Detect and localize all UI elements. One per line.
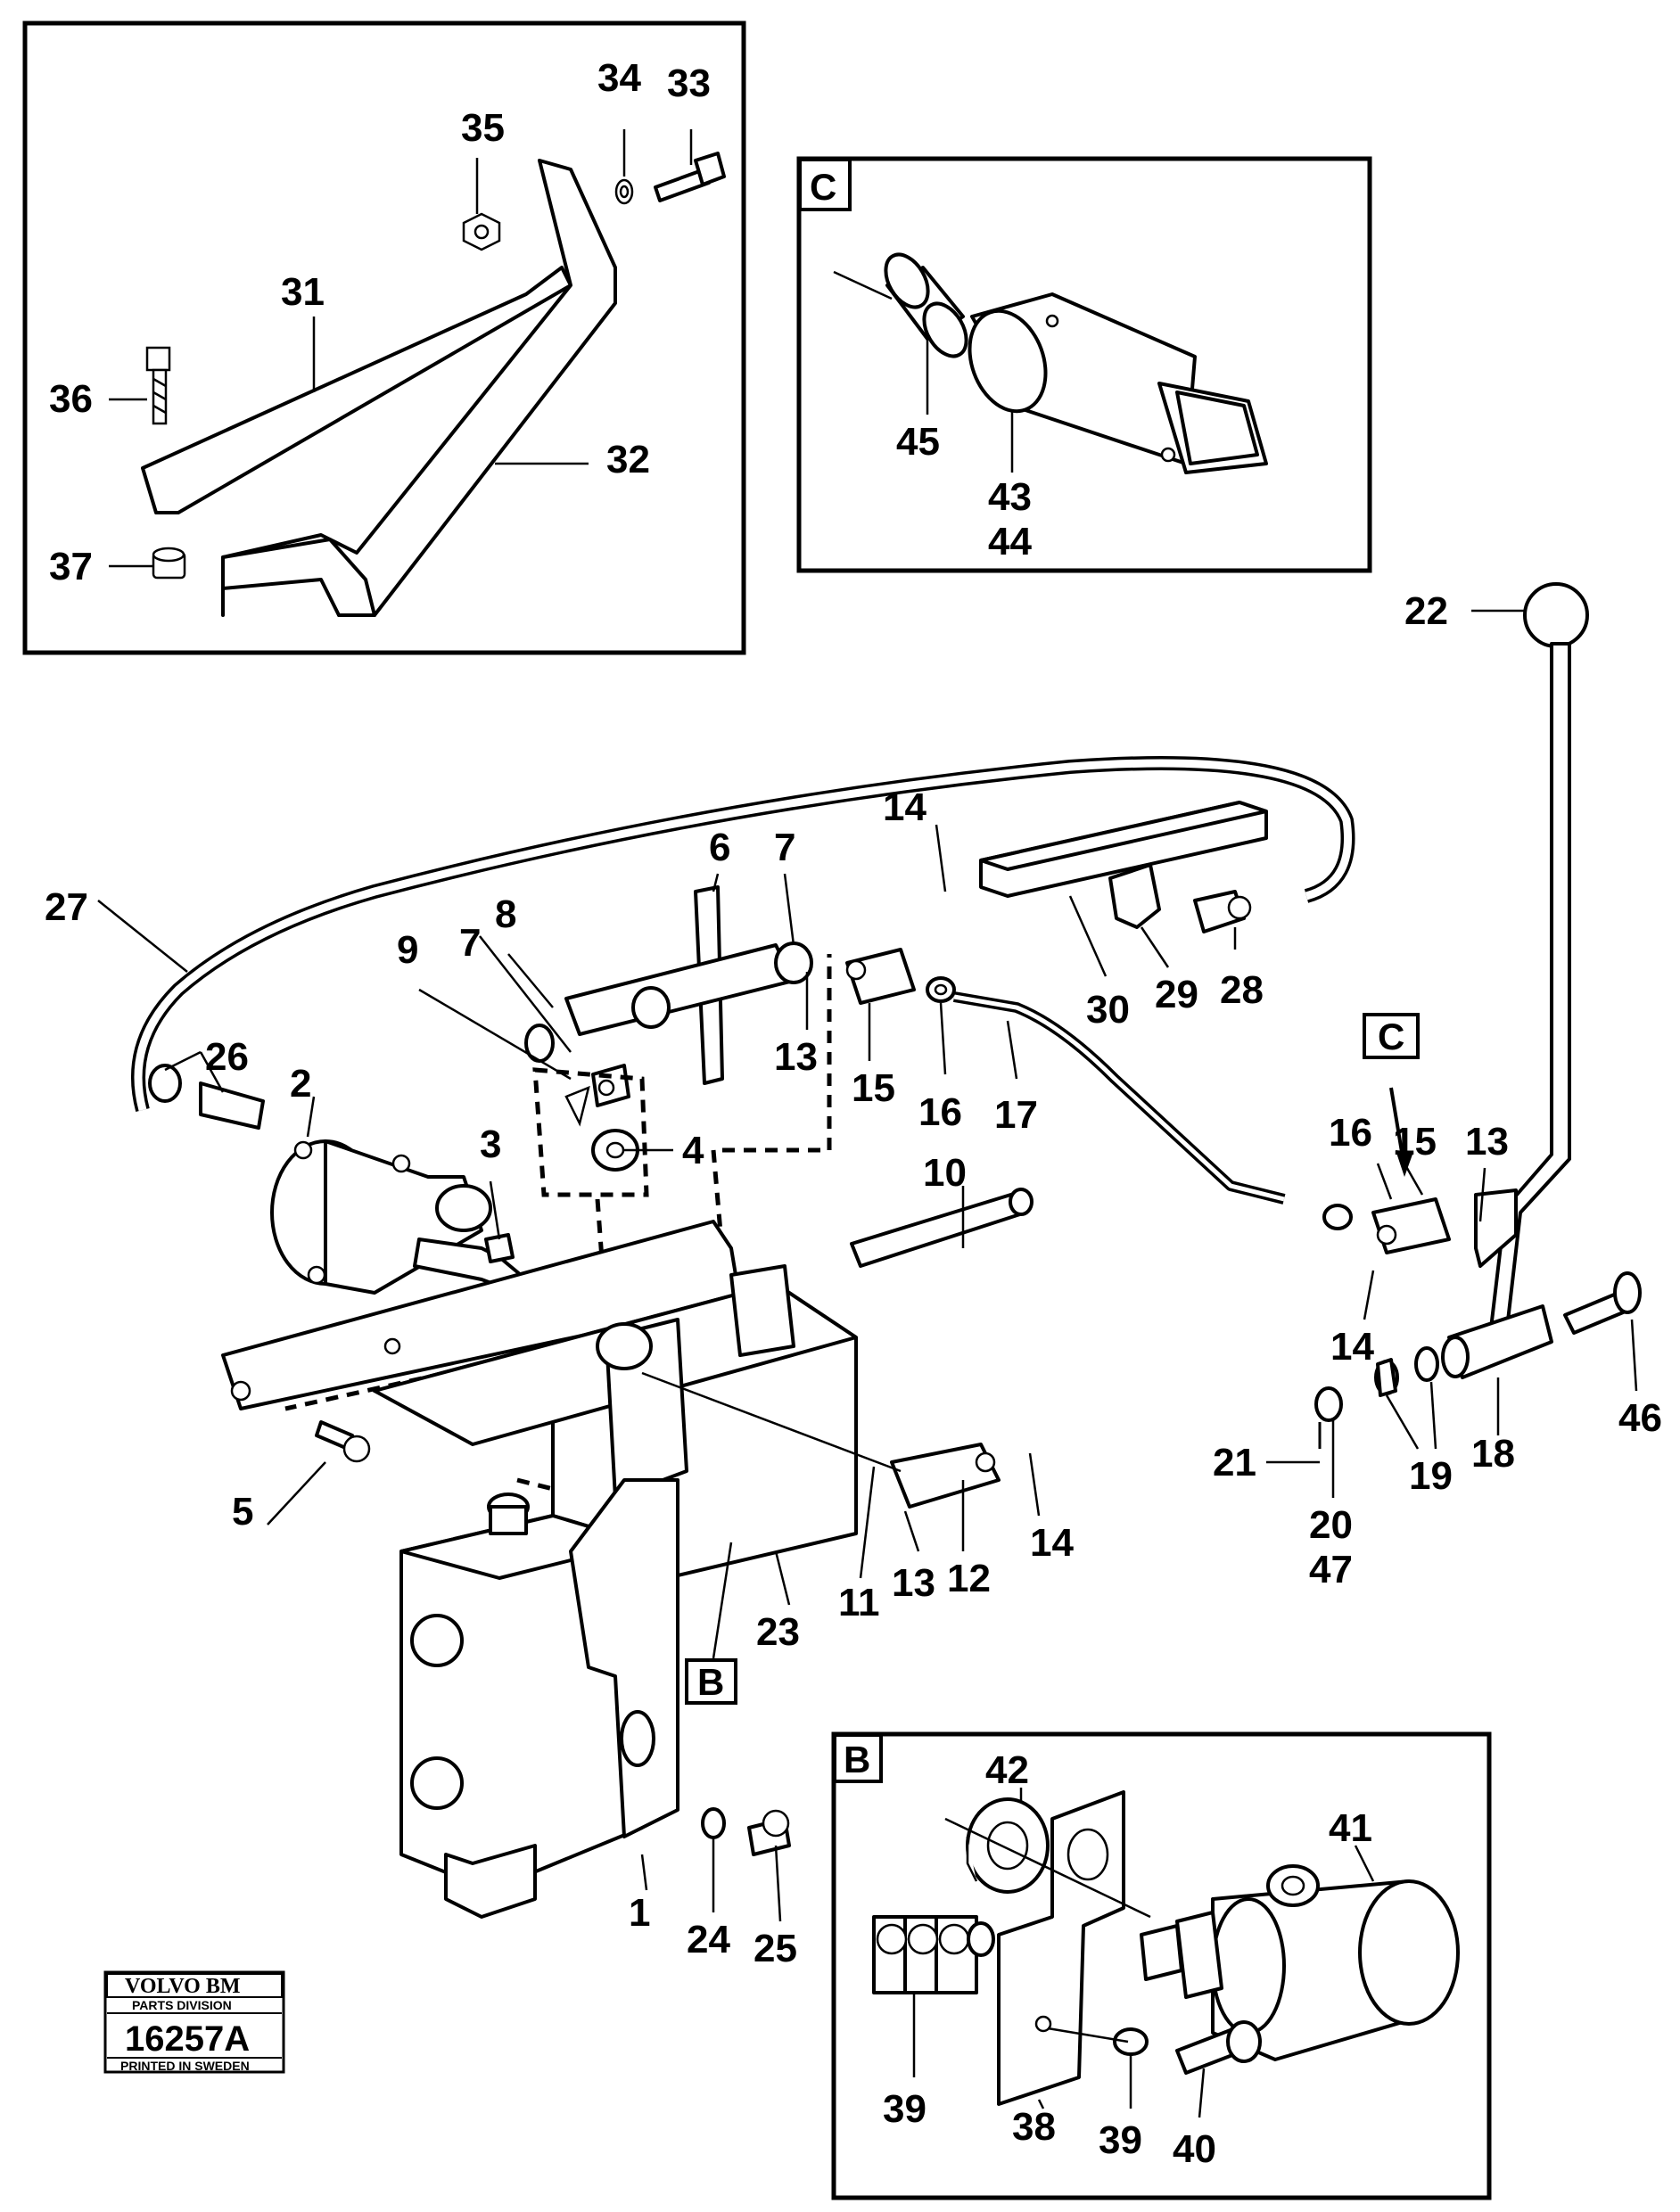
label-9: 9	[397, 928, 418, 972]
label-17: 17	[994, 1093, 1038, 1137]
label-37: 37	[49, 545, 93, 588]
washer-24	[701, 1807, 726, 1839]
bolt-36	[145, 346, 171, 425]
pedal-30	[979, 801, 1268, 929]
label-15b: 15	[1393, 1120, 1437, 1164]
label-36: 36	[49, 377, 93, 421]
pivot-tube-18	[1441, 1304, 1553, 1379]
label-13b: 13	[1465, 1120, 1509, 1164]
stamp-brand: VOLVO BM	[125, 1975, 241, 1998]
label-4: 4	[682, 1129, 704, 1172]
label-38: 38	[1012, 2105, 1056, 2149]
connectors-39	[872, 1915, 995, 1994]
label-14b: 14	[1330, 1325, 1374, 1369]
label-39b: 39	[1099, 2118, 1142, 2162]
label-18: 18	[1471, 1432, 1515, 1476]
screw-40	[1175, 2020, 1262, 2075]
label-14a: 14	[883, 785, 926, 829]
nut-42	[966, 1797, 1050, 1894]
label-42: 42	[985, 1748, 1029, 1792]
shaft-assembly	[524, 885, 813, 1127]
label-27: 27	[45, 885, 88, 929]
nut-16-left	[926, 976, 956, 1003]
label-47: 47	[1309, 1548, 1353, 1591]
label-6: 6	[709, 826, 730, 869]
label-2: 2	[290, 1062, 311, 1106]
washer-34	[614, 178, 634, 205]
label-13a: 13	[774, 1035, 818, 1079]
label-19: 19	[1409, 1454, 1453, 1498]
callout-b-main: B	[697, 1661, 724, 1703]
bolt-33	[654, 152, 726, 202]
nut-16-right	[1322, 1204, 1353, 1230]
clevis-12	[890, 1443, 1001, 1509]
callout-c-main: C	[1378, 1016, 1404, 1057]
detail-panel-c: C 45 43 44	[796, 156, 1372, 573]
main-assembly: C B 27 26 2 3 4 5 6 7 8 7 9 14 13 15 16 …	[45, 582, 1662, 1970]
bolt-25	[747, 1809, 791, 1856]
label-28: 28	[1220, 968, 1264, 1012]
clevis-15-right	[1371, 1197, 1451, 1254]
label-14c: 14	[1030, 1521, 1074, 1565]
label-41: 41	[1329, 1806, 1372, 1850]
shaft-10	[850, 1191, 1027, 1268]
label-13c: 13	[892, 1561, 935, 1605]
detail-panel-b: B	[831, 1731, 1492, 2200]
stamp-printed: PRINTED IN SWEDEN	[120, 2059, 250, 2073]
label-12: 12	[947, 1557, 991, 1600]
label-5: 5	[232, 1490, 253, 1534]
label-3: 3	[480, 1122, 501, 1166]
washer-39	[1113, 2027, 1149, 2056]
label-31: 31	[281, 270, 325, 314]
clevis-15-left	[845, 948, 916, 1005]
detail-c-tag: C	[810, 166, 836, 208]
label-33: 33	[667, 62, 711, 105]
valve-41	[1140, 1864, 1460, 2061]
air-cylinder-2	[270, 1139, 492, 1295]
bolt-5	[315, 1420, 371, 1463]
label-21: 21	[1213, 1441, 1256, 1484]
label-40: 40	[1173, 2127, 1216, 2171]
label-8: 8	[495, 892, 516, 936]
label-39a: 39	[883, 2087, 926, 2131]
fittings-26	[148, 1064, 265, 1130]
stamp-number: 16257A	[125, 2019, 250, 2059]
detail-b-tag: B	[844, 1739, 870, 1780]
clevis-43	[968, 292, 1268, 474]
label-23: 23	[756, 1610, 800, 1654]
label-35: 35	[461, 106, 505, 150]
label-43: 43	[988, 475, 1032, 519]
volvo-parts-stamp: VOLVO BM PARTS DIVISION 16257A PRINTED I…	[103, 1970, 285, 2074]
label-7a: 7	[774, 826, 795, 869]
label-24: 24	[687, 1918, 730, 1961]
label-25: 25	[754, 1927, 797, 1970]
label-32: 32	[606, 438, 650, 481]
bushing-45	[884, 252, 968, 358]
pin-46	[1563, 1271, 1642, 1335]
washer-20	[1314, 1386, 1343, 1422]
label-26: 26	[205, 1035, 249, 1079]
label-22: 22	[1404, 589, 1448, 633]
label-30: 30	[1086, 988, 1130, 1032]
bushings-19	[1374, 1346, 1439, 1397]
fitting-28	[1193, 890, 1252, 933]
label-15a: 15	[852, 1066, 895, 1110]
label-34: 34	[597, 56, 641, 100]
label-11: 11	[838, 1581, 880, 1624]
label-44: 44	[988, 520, 1032, 563]
label-29: 29	[1155, 973, 1198, 1016]
bracket-detail-panel: 35 34 33 31 36 32 37	[22, 21, 746, 655]
label-46: 46	[1618, 1396, 1662, 1440]
nut-37	[152, 547, 186, 580]
label-45: 45	[896, 420, 940, 464]
label-1: 1	[629, 1891, 650, 1935]
label-10: 10	[923, 1151, 967, 1195]
label-20: 20	[1309, 1503, 1353, 1547]
stamp-division: PARTS DIVISION	[132, 1998, 232, 2012]
label-7b: 7	[459, 921, 481, 965]
label-16b: 16	[1329, 1111, 1372, 1155]
label-16a: 16	[918, 1090, 962, 1134]
nut-35	[462, 212, 501, 251]
